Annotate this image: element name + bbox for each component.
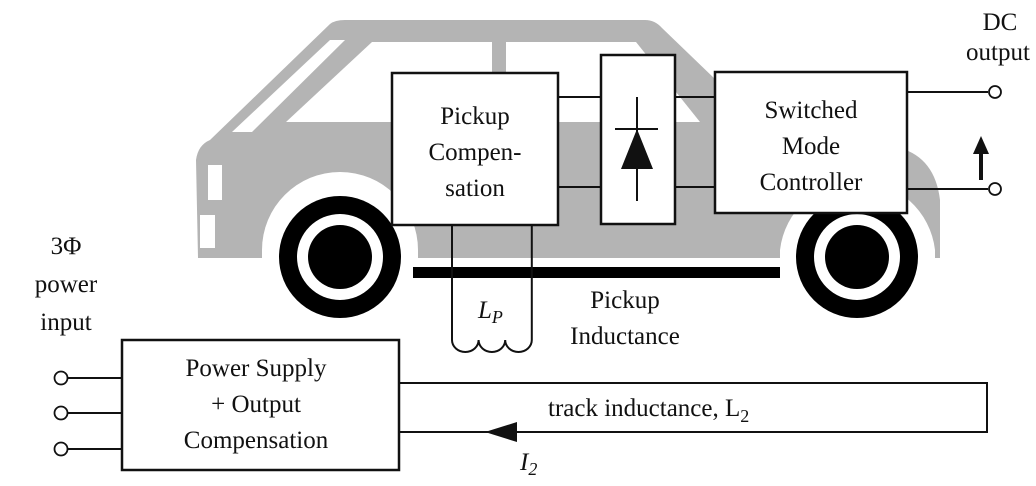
pickup-inductance-label: Inductance bbox=[570, 323, 680, 350]
current-arrow-icon bbox=[485, 422, 517, 442]
pickup-inductance: LP Pickup Inductance bbox=[451, 225, 680, 353]
power-input-label: power bbox=[35, 271, 98, 298]
track-loop: track inductance, L2 I2 bbox=[399, 382, 988, 479]
dc-output-label: output bbox=[966, 39, 1030, 66]
switched-mode-controller-block: Switched Mode Controller bbox=[713, 70, 909, 215]
power-input: 3Φ power input bbox=[35, 233, 122, 457]
block-label: Compen- bbox=[428, 139, 521, 166]
block-label: + Output bbox=[211, 391, 301, 418]
arrow-up-icon bbox=[973, 136, 989, 154]
power-input-label: input bbox=[40, 309, 91, 336]
wheel-right bbox=[796, 196, 918, 318]
lp-label: LP bbox=[477, 297, 503, 327]
rectifier-block bbox=[599, 53, 677, 226]
pickup-inductance-label: Pickup bbox=[590, 287, 659, 314]
pickup-compensation-block: Pickup Compen- sation bbox=[390, 71, 560, 227]
track-bar bbox=[413, 267, 780, 278]
block-label: Switched bbox=[764, 97, 858, 124]
block-label: Mode bbox=[782, 133, 840, 160]
block-label: Pickup bbox=[440, 103, 509, 130]
power-supply-block: Power Supply + Output Compensation bbox=[120, 338, 401, 472]
wheel-left bbox=[279, 196, 401, 318]
block-label: Power Supply bbox=[186, 355, 327, 382]
block-label: sation bbox=[445, 175, 505, 202]
dc-output-label: DC bbox=[983, 9, 1018, 36]
track-inductance-label: track inductance, L2 bbox=[548, 395, 749, 426]
block-label: Compensation bbox=[184, 427, 329, 454]
block-label: Controller bbox=[760, 169, 863, 196]
diode-icon bbox=[615, 97, 658, 201]
dc-output-terminals: DC output bbox=[907, 9, 1030, 196]
current-label: I2 bbox=[519, 449, 537, 479]
power-input-label: 3Φ bbox=[51, 233, 82, 260]
